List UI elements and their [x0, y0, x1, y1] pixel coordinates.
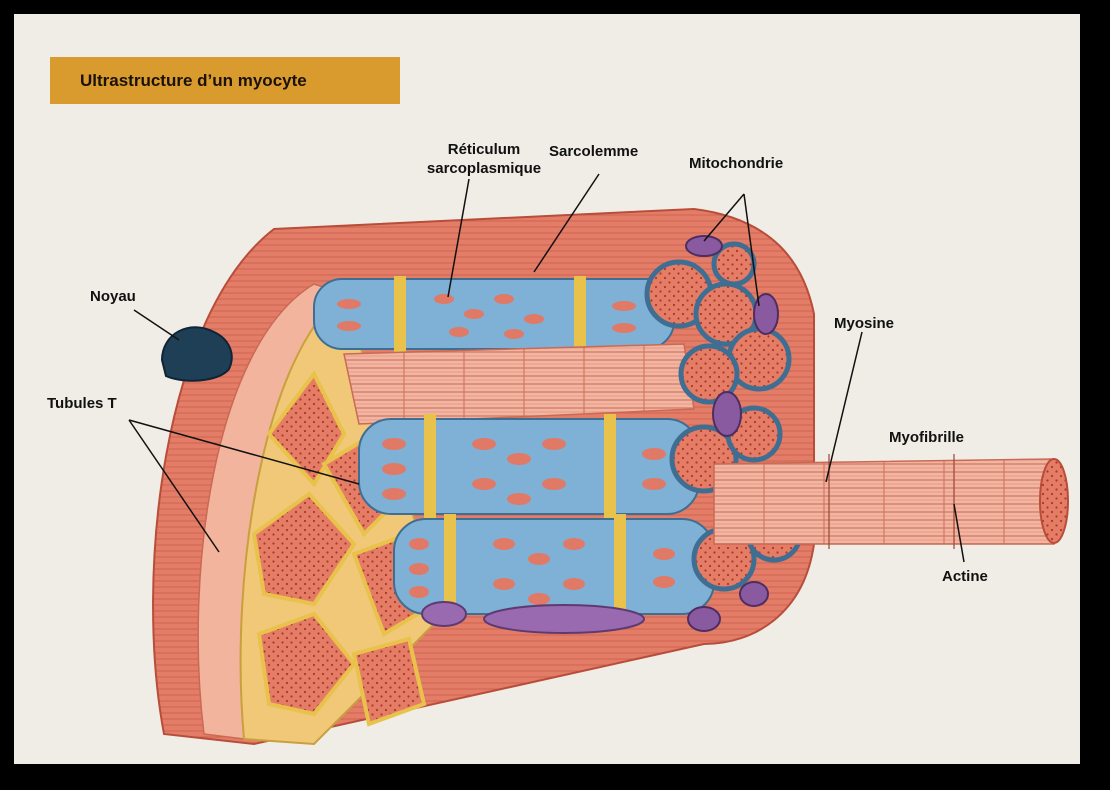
label-sarcolemme: Sarcolemme [549, 142, 638, 161]
label-tubules-t: Tubules T [47, 394, 117, 413]
label-actine: Actine [942, 567, 988, 586]
diagram-title: Ultrastructure d’un myocyte [50, 57, 400, 104]
label-reticulum-line2: sarcoplasmique [399, 159, 569, 178]
label-myofibrille: Myofibrille [889, 428, 964, 447]
myofibril-middle-striated [344, 344, 694, 424]
label-reticulum: Réticulum sarcoplasmique [399, 140, 569, 178]
mitochondrion-bottom-small [422, 602, 466, 626]
myocyte-illustration [14, 14, 1080, 764]
mitochondrion-bottom-large [484, 605, 644, 633]
label-reticulum-line1: Réticulum [399, 140, 569, 159]
label-myosine: Myosine [834, 314, 894, 333]
label-mitochondrie: Mitochondrie [689, 154, 783, 173]
diagram-panel: Ultrastructure d’un myocyte Réticulum sa… [14, 14, 1080, 764]
protruding-myofibril [714, 454, 1068, 549]
label-noyau: Noyau [90, 287, 136, 306]
reticulum-middle-row [359, 414, 699, 519]
reticulum-top-row [314, 276, 674, 352]
